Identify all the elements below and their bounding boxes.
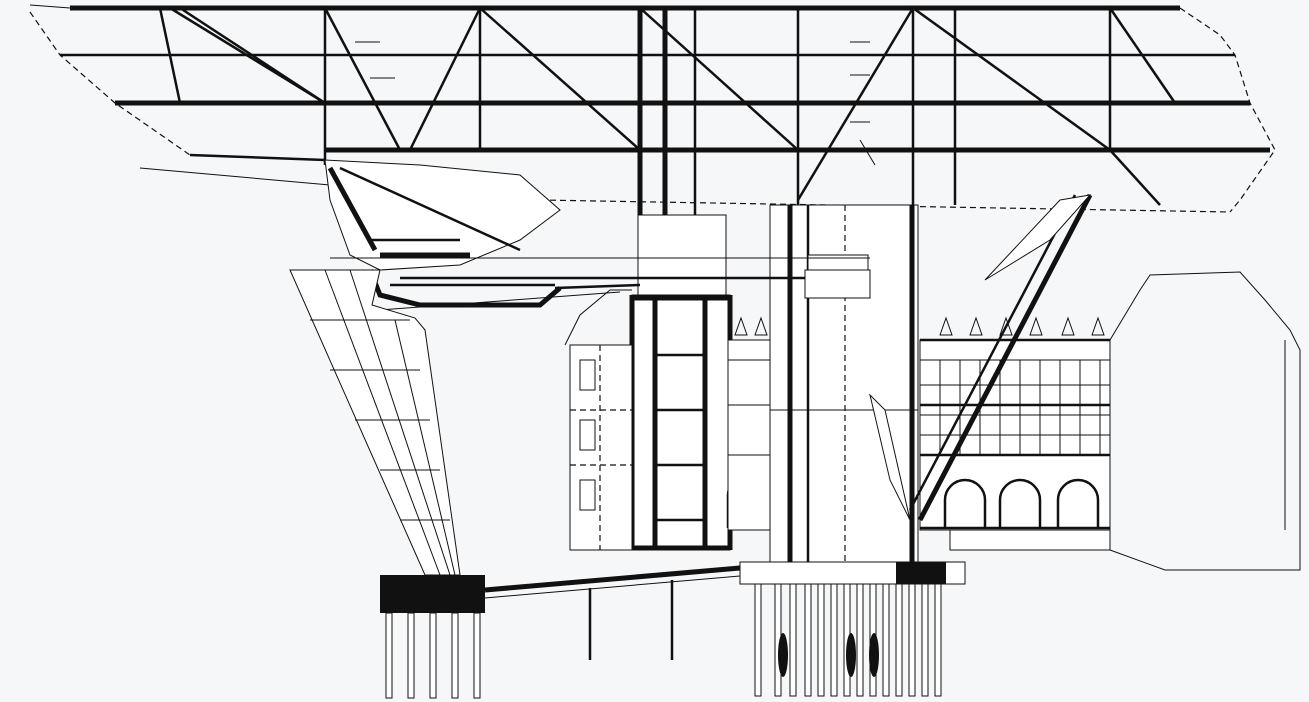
elevator-shaft — [629, 214, 733, 551]
foundations — [380, 565, 942, 699]
central-core — [739, 204, 966, 585]
historic-facade — [726, 271, 1301, 571]
existing-building-left-wing — [564, 289, 633, 551]
diagonal-strut — [869, 193, 1093, 522]
roof-truss — [29, 4, 1276, 220]
slanted-glass-facade — [289, 269, 461, 576]
cantilever-floors — [324, 159, 871, 311]
